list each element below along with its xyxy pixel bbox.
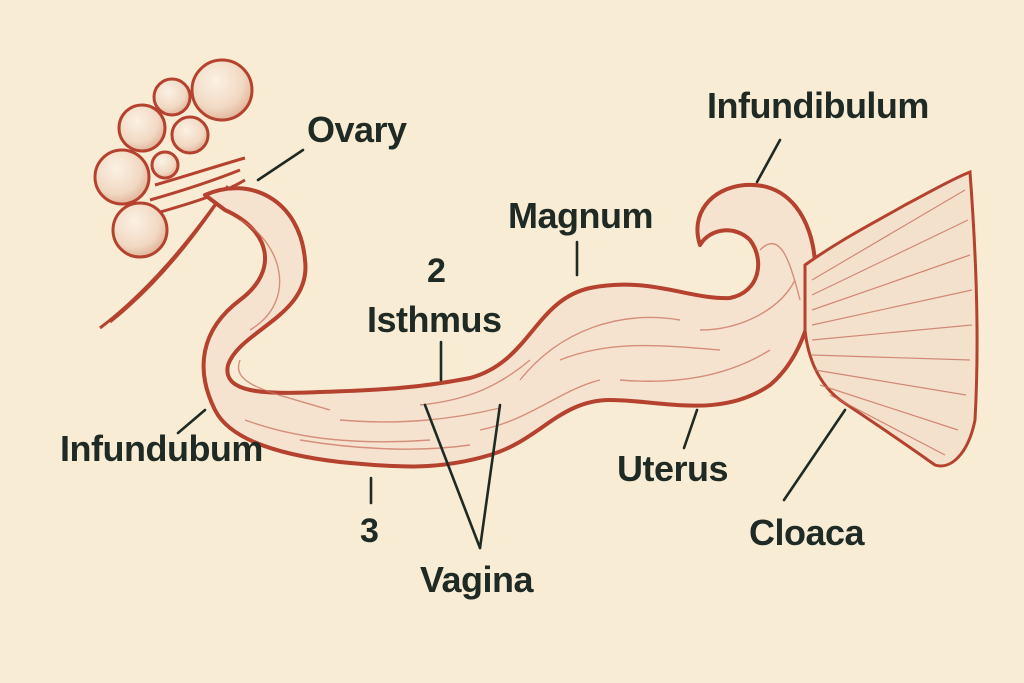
label-number-3: 3 xyxy=(360,512,379,550)
label-vagina: Vagina xyxy=(420,559,534,600)
follicle xyxy=(152,77,192,117)
cloaca-fibers xyxy=(811,189,973,456)
leader-uterus xyxy=(682,408,699,450)
tube-texture xyxy=(237,219,801,450)
leader-infundubum xyxy=(176,408,207,435)
follicle xyxy=(170,115,210,155)
label-infundibulum-top: Infundibulum xyxy=(707,85,929,126)
label-magnum: Magnum xyxy=(508,195,654,236)
ovary-follicles xyxy=(93,58,254,259)
leader-lines xyxy=(176,138,847,550)
leader-vagina-right xyxy=(478,403,502,550)
cloaca-fan xyxy=(803,169,979,468)
label-number-2: 2 xyxy=(427,252,446,290)
oviduct-tube xyxy=(201,182,818,469)
leader-ovary xyxy=(256,148,305,182)
label-uterus: Uterus xyxy=(617,448,729,489)
follicle xyxy=(190,58,254,122)
leader-infundibulum-top xyxy=(755,138,782,184)
label-isthmus: Isthmus xyxy=(367,299,502,340)
leader-vagina-left xyxy=(423,403,482,550)
follicle xyxy=(117,103,167,153)
follicle xyxy=(150,150,180,180)
label-cloaca: Cloaca xyxy=(749,512,865,553)
leader-cloaca xyxy=(782,408,847,502)
label-ovary: Ovary xyxy=(307,109,407,150)
follicle xyxy=(93,148,151,206)
follicle xyxy=(111,201,169,259)
label-infundubum: Infundubum xyxy=(60,428,263,469)
